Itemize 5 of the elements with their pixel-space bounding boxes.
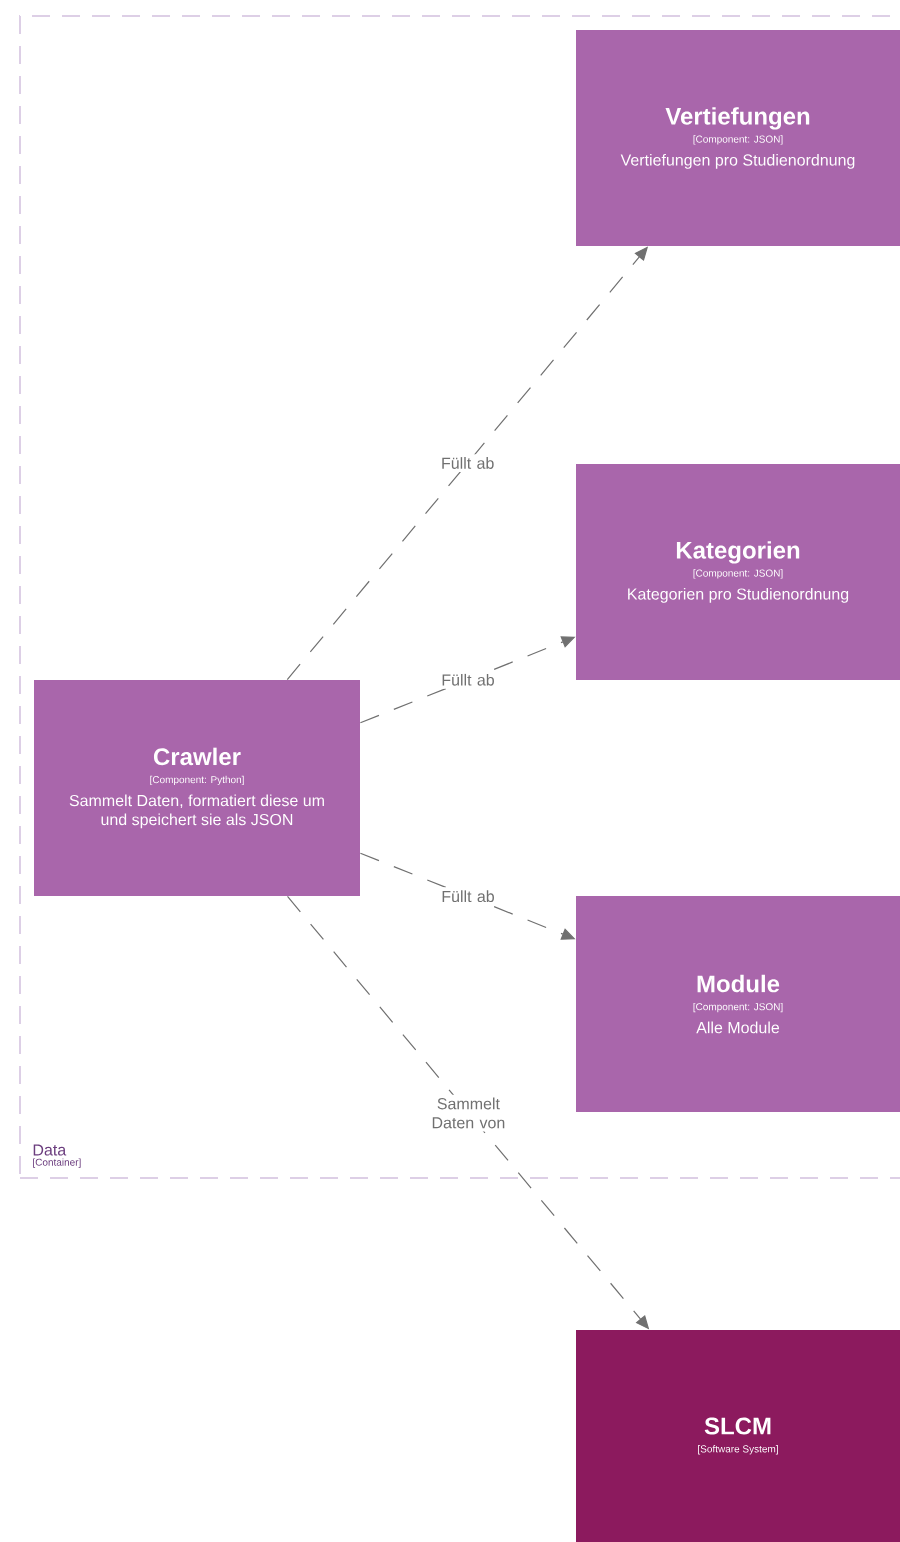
edge-label: Füllt ab xyxy=(442,457,494,469)
edge-label: Füllt ab xyxy=(442,890,494,903)
edge-label: Sammelt Daten von xyxy=(432,1097,505,1129)
edge-label: Füllt ab xyxy=(442,673,494,686)
container-name: Data xyxy=(33,1144,67,1156)
